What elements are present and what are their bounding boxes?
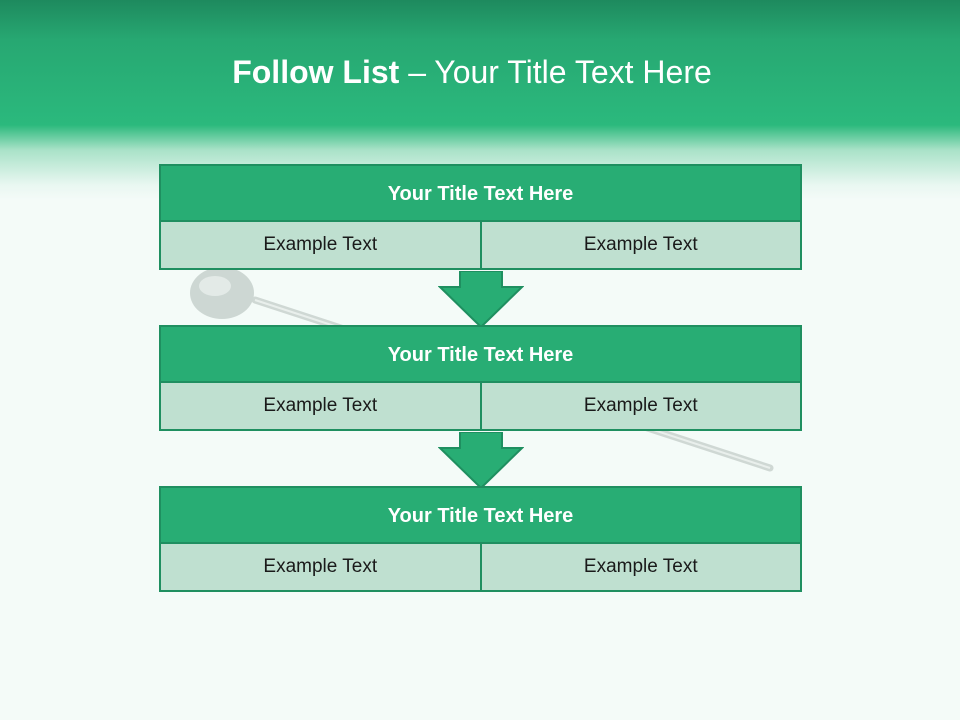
step-cell-right: Example Text — [479, 544, 800, 590]
slide-title-rest: – Your Title Text Here — [399, 54, 712, 90]
step-cell-left: Example Text — [161, 222, 480, 268]
step-title: Your Title Text Here — [161, 488, 800, 544]
slide-title: Follow List – Your Title Text Here — [0, 54, 944, 91]
step-table-2: Your Title Text Here Example Text Exampl… — [159, 325, 802, 431]
step-table-3: Your Title Text Here Example Text Exampl… — [159, 486, 802, 592]
step-cell-left: Example Text — [161, 383, 480, 429]
step-row: Example Text Example Text — [161, 544, 800, 590]
step-cell-right: Example Text — [479, 222, 800, 268]
down-arrow-icon — [438, 432, 524, 490]
slide-title-bold: Follow List — [232, 54, 400, 90]
step-row: Example Text Example Text — [161, 222, 800, 268]
step-title: Your Title Text Here — [161, 327, 800, 383]
step-cell-left: Example Text — [161, 544, 480, 590]
step-cell-right: Example Text — [479, 383, 800, 429]
step-title: Your Title Text Here — [161, 166, 800, 222]
step-row: Example Text Example Text — [161, 383, 800, 429]
step-table-1: Your Title Text Here Example Text Exampl… — [159, 164, 802, 270]
down-arrow-icon — [438, 271, 524, 329]
